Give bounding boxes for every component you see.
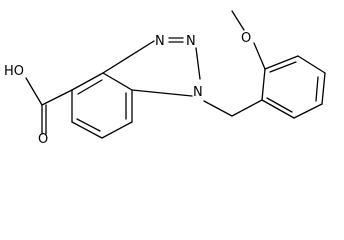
triazole-n1-label: N <box>193 85 203 100</box>
bond-p1 <box>261 68 266 101</box>
bond-p-inner-1 <box>269 61 297 73</box>
bond-p5 <box>293 103 323 119</box>
carbonyl-oxygen-label: O <box>38 132 48 145</box>
bond-p3 <box>297 55 326 74</box>
triazole-n2-label: N <box>186 34 196 49</box>
bond-p-inner-2 <box>315 76 319 102</box>
bond-t-c3a-n3 <box>102 40 155 74</box>
bond-ch2-ring <box>231 99 263 117</box>
bond-p6 <box>261 99 295 119</box>
bond-p4 <box>321 72 326 105</box>
bond-acid-ring <box>41 89 73 106</box>
bond-o-ch3 <box>231 10 245 31</box>
bond-p-inner-3 <box>266 97 293 113</box>
bond-n1-ch2 <box>203 100 233 117</box>
bond-c-oh <box>25 77 43 106</box>
bond-t-n1-c7a <box>131 89 193 97</box>
bond-b4 <box>101 121 133 139</box>
atom-labels: HO O N N N O <box>4 31 251 145</box>
methoxy-oxygen-label: O <box>241 31 251 46</box>
bond-b-inner-1 <box>77 79 103 95</box>
bond-b5 <box>71 121 103 139</box>
bond-b-inner-3 <box>76 118 101 132</box>
triazole-n3-label: N <box>155 34 165 49</box>
bonds <box>25 10 326 139</box>
hydroxyl-label: HO <box>4 64 24 79</box>
structure-diagram: HO O N N N O <box>4 10 326 145</box>
bond-ring-o <box>253 42 266 70</box>
bond-p2 <box>264 55 299 70</box>
bond-b2 <box>102 72 133 91</box>
bond-b1 <box>71 72 104 91</box>
bond-t-n2-n1 <box>195 47 201 80</box>
